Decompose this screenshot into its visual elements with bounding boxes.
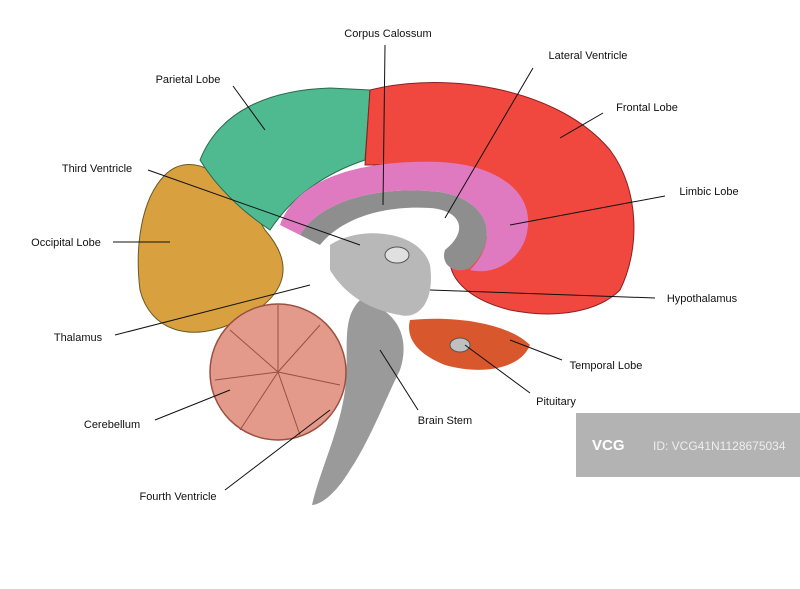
label-fourth-ventricle: Fourth Ventricle xyxy=(139,491,216,503)
watermark-id: ID: VCG41N1128675034 xyxy=(653,439,786,453)
third-ventricle xyxy=(384,246,410,264)
label-cerebellum: Cerebellum xyxy=(84,419,140,431)
limbic-lobe xyxy=(280,161,529,272)
label-occipital-lobe: Occipital Lobe xyxy=(31,237,101,249)
pituitary xyxy=(449,337,471,353)
corpus-callosum xyxy=(300,190,487,271)
label-parietal-lobe: Parietal Lobe xyxy=(156,74,221,86)
label-hypothalamus: Hypothalamus xyxy=(667,293,738,305)
thalamus-region xyxy=(330,233,431,316)
label-corpus-calossum: Corpus Calossum xyxy=(344,28,431,40)
label-thalamus: Thalamus xyxy=(54,332,103,344)
label-lateral-ventricle: Lateral Ventricle xyxy=(549,50,628,62)
label-pituitary: Pituitary xyxy=(536,396,576,408)
watermark: VCG ID: VCG41N1128675034 xyxy=(576,413,800,477)
label-third-ventricle: Third Ventricle xyxy=(62,163,132,175)
label-brain-stem: Brain Stem xyxy=(418,415,472,427)
label-temporal-lobe: Temporal Lobe xyxy=(570,360,643,372)
leader-lines xyxy=(113,44,666,491)
label-limbic-lobe: Limbic Lobe xyxy=(679,186,738,198)
cerebellum-folia xyxy=(214,305,341,436)
watermark-logo: VCG xyxy=(592,437,625,454)
label-frontal-lobe: Frontal Lobe xyxy=(616,102,678,114)
